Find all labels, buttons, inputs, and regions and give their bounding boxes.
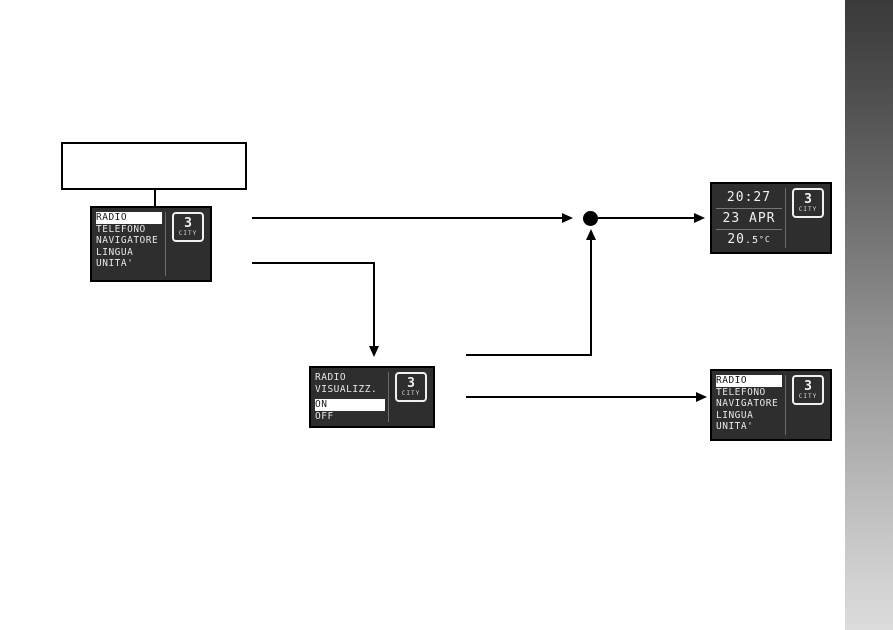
menu-item-navigatore[interactable]: NAVIGATORE (716, 398, 779, 409)
clock-time: 20:27 (716, 188, 782, 209)
flow-arrow-into-menu-bottom (696, 392, 707, 402)
clock-temperature: 20.5°C (716, 230, 782, 251)
flow-line-menu-to-junction (252, 217, 562, 219)
flow-junction-dot (583, 211, 598, 226)
callout-stem-line (154, 190, 156, 207)
preset-number: 3 (804, 192, 812, 207)
preset-badge: 3 CITY (792, 188, 824, 218)
preset-badge: 3 CITY (395, 372, 427, 402)
option-off[interactable]: OFF (315, 410, 334, 422)
menu-item-telefono[interactable]: TELEFONO (716, 386, 766, 398)
menu-item-radio[interactable]: RADIO (716, 375, 782, 387)
flow-arrow-into-clock (694, 213, 705, 223)
menu-item-lingua[interactable]: LINGUA (96, 246, 134, 258)
clock-rows: 20:27 23 APR 20.5°C (716, 188, 785, 248)
preset-badge: 3 CITY (792, 375, 824, 405)
flow-arrow-into-visualizz (369, 346, 379, 357)
display-clock[interactable]: 20:27 23 APR 20.5°C 3 CITY (710, 182, 832, 254)
visualizz-list[interactable]: RADIO VISUALIZZ. ON OFF (315, 372, 388, 422)
preset-number: 3 (804, 379, 812, 394)
menu-item-radio[interactable]: RADIO (96, 212, 162, 224)
preset-badge: 3 CITY (172, 212, 204, 242)
flow-line-junction-to-clock (598, 217, 694, 219)
menu-item-lingua[interactable]: LINGUA (716, 409, 754, 421)
preset-label: CITY (178, 230, 198, 237)
temperature-integer: 20 (727, 232, 745, 247)
preset-label: CITY (401, 390, 421, 397)
preset-number: 3 (184, 216, 192, 231)
heading-visualizz: VISUALIZZ. (315, 383, 378, 395)
callout-box (61, 142, 247, 190)
preset-number: 3 (407, 376, 415, 391)
badge-column-clock: 3 CITY (785, 188, 826, 248)
badge-column-middle: 3 CITY (388, 372, 429, 422)
menu-list-bottom[interactable]: RADIO TELEFONO NAVIGATORE LINGUA UNITA' (716, 375, 785, 435)
temperature-unit: °C (759, 235, 771, 244)
flow-line-menu-to-elbow (252, 262, 375, 264)
flow-line-elbow-up (590, 240, 592, 356)
flow-line-elbow-down (373, 262, 375, 348)
menu-list-top[interactable]: RADIO TELEFONO NAVIGATORE LINGUA UNITA' (96, 212, 165, 276)
menu-item-telefono[interactable]: TELEFONO (96, 223, 146, 235)
heading-radio: RADIO (315, 372, 347, 383)
right-edge-gradient-bar (845, 0, 893, 630)
flow-arrow-into-junction (562, 213, 573, 223)
preset-label: CITY (798, 393, 818, 400)
display-radio-visualizz[interactable]: RADIO VISUALIZZ. ON OFF 3 CITY (309, 366, 435, 428)
temperature-decimal: .5 (744, 235, 760, 246)
display-main-menu-bottom[interactable]: RADIO TELEFONO NAVIGATORE LINGUA UNITA' … (710, 369, 832, 441)
menu-item-unita[interactable]: UNITA' (716, 421, 754, 432)
menu-item-navigatore[interactable]: NAVIGATORE (96, 235, 159, 246)
menu-item-unita[interactable]: UNITA' (96, 258, 134, 269)
flow-line-visualizz-to-elbow (466, 354, 592, 356)
badge-column-bottom: 3 CITY (785, 375, 826, 435)
clock-date: 23 APR (716, 209, 782, 230)
badge-column-top: 3 CITY (165, 212, 206, 276)
display-main-menu-top[interactable]: RADIO TELEFONO NAVIGATORE LINGUA UNITA' … (90, 206, 212, 282)
option-on[interactable]: ON (315, 399, 385, 411)
flow-arrow-up-into-junction (586, 229, 596, 240)
flow-line-visualizz-to-menu-bottom (466, 396, 696, 398)
preset-label: CITY (798, 206, 818, 213)
